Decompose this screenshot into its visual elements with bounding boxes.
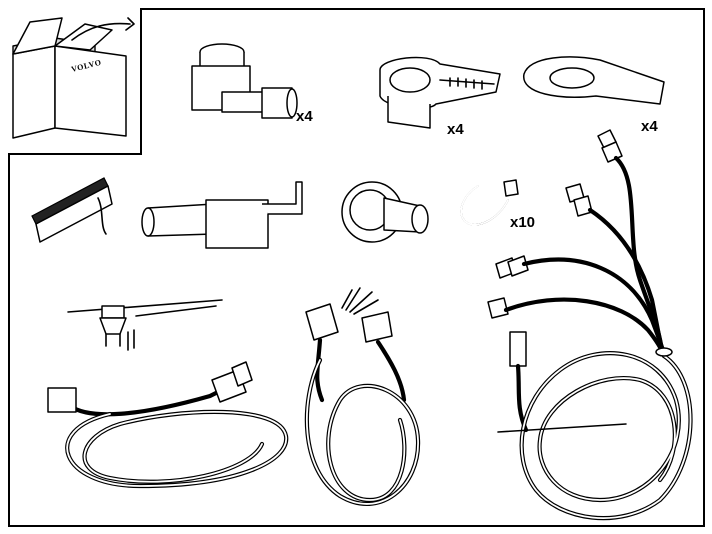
- connector-bracket-icon: [141, 181, 303, 249]
- sensor-holder-icon: [379, 56, 501, 129]
- mounting-clip-icon: [67, 299, 223, 351]
- cable-tie-quantity: x10: [510, 214, 535, 231]
- sensor-holder-quantity: x4: [447, 121, 464, 138]
- sensor-gasket-icon: [523, 56, 665, 105]
- sensor-harness-short-icon: [47, 361, 289, 489]
- parking-sensor-icon: [191, 43, 298, 119]
- main-harness-icon: [487, 129, 693, 521]
- parking-sensor-quantity: x4: [296, 108, 313, 125]
- adhesive-strip-icon: [31, 177, 113, 243]
- sensor-harness-medium-icon: [304, 287, 421, 507]
- buzzer-icon: [341, 181, 429, 243]
- cable-tie-icon: [460, 179, 519, 226]
- frame-border: [8, 8, 705, 527]
- kit-box-icon: VOLVO: [12, 17, 135, 139]
- sensor-gasket-quantity: x4: [641, 118, 658, 135]
